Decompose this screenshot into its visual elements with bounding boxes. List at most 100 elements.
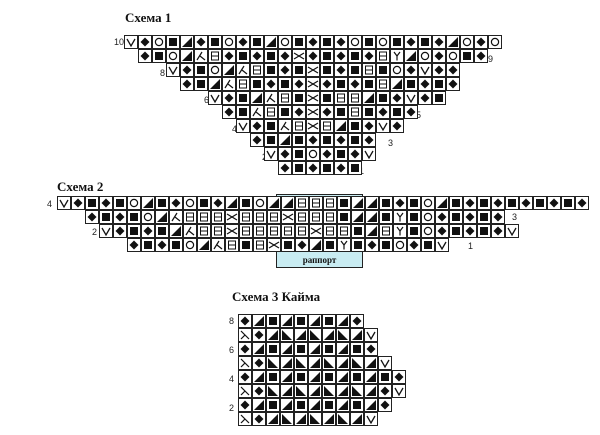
s2-row1-cell xyxy=(295,210,309,224)
s1-row2-cell xyxy=(222,63,236,77)
scheme2-title: Схема 2 xyxy=(57,179,104,194)
s1-row3-cell xyxy=(236,77,250,91)
s1-row3-cell xyxy=(278,77,292,91)
s1-row4-cell xyxy=(390,91,404,105)
s3-row4-cell xyxy=(336,370,350,384)
s2-row2-cell xyxy=(421,224,435,238)
s2-row1-cell xyxy=(127,210,141,224)
s3-row2-cell xyxy=(364,342,378,356)
s1-row3-cell xyxy=(376,77,390,91)
s1-row1-cell xyxy=(236,49,250,63)
s2-row0-cell xyxy=(421,196,435,210)
s1-row3-cell xyxy=(194,77,208,91)
s1-row0-cell xyxy=(236,35,250,49)
s1-row2-cell xyxy=(292,63,306,77)
s3-row2-cell xyxy=(280,342,294,356)
s1-row1-cell xyxy=(292,49,306,63)
s2-row3-cell xyxy=(281,238,295,252)
s2-row3-cell xyxy=(309,238,323,252)
s1-row-10: 10 xyxy=(114,37,125,47)
s2-row0-cell xyxy=(337,196,351,210)
s2-row2-cell xyxy=(113,224,127,238)
s1-row4-cell xyxy=(250,91,264,105)
s3-row6-cell xyxy=(238,398,252,412)
s1-row3-cell xyxy=(446,77,460,91)
s1-row0-cell xyxy=(376,35,390,49)
s2-row2-cell xyxy=(281,224,295,238)
s1-row9-cell xyxy=(292,161,306,175)
s1-row1-cell xyxy=(390,49,404,63)
s3-row1-cell xyxy=(336,328,350,342)
s2-row1-cell xyxy=(113,210,127,224)
s1-row4-cell xyxy=(306,91,320,105)
s2-row0-cell xyxy=(169,196,183,210)
s1-row7-cell xyxy=(348,133,362,147)
s2-row3-cell xyxy=(155,238,169,252)
s2-row0-cell xyxy=(281,196,295,210)
s1-row5-cell xyxy=(236,105,250,119)
s1-row1-cell xyxy=(348,49,362,63)
s1-row3-cell xyxy=(264,77,278,91)
s2-row0-cell xyxy=(449,196,463,210)
s2-row0-cell xyxy=(127,196,141,210)
s1-row0-cell xyxy=(208,35,222,49)
s3-row0-cell xyxy=(266,314,280,328)
s3-row3-cell xyxy=(252,356,266,370)
s1-row5-cell xyxy=(334,105,348,119)
s1-row1-cell xyxy=(222,49,236,63)
s1-row0-cell xyxy=(390,35,404,49)
s2-row3-cell xyxy=(407,238,421,252)
s1-row7-cell xyxy=(334,133,348,147)
s2-row2-cell xyxy=(449,224,463,238)
s1-row2-cell xyxy=(432,63,446,77)
s2-row0-cell xyxy=(323,196,337,210)
s3-row0-cell xyxy=(252,314,266,328)
s1-row8-cell xyxy=(348,147,362,161)
s2-row3-cell xyxy=(295,238,309,252)
s3-row4-cell xyxy=(308,370,322,384)
s2-row1-cell xyxy=(211,210,225,224)
s1-row5-cell xyxy=(222,105,236,119)
s2-row1-cell xyxy=(421,210,435,224)
s2-row2-cell xyxy=(141,224,155,238)
s2-row0-cell xyxy=(99,196,113,210)
s1-row-4: 4 xyxy=(232,124,238,134)
s1-row3-cell xyxy=(180,77,194,91)
s2-row3-cell xyxy=(197,238,211,252)
s1-row1-cell xyxy=(152,49,166,63)
s3-row3-cell xyxy=(308,356,322,370)
s1-row4-cell xyxy=(376,91,390,105)
s2-row1-cell xyxy=(351,210,365,224)
s3-row1-cell xyxy=(252,328,266,342)
s1-row9-cell xyxy=(306,161,320,175)
s1-row1-cell xyxy=(306,49,320,63)
s2-row2-cell xyxy=(239,224,253,238)
s3-row7-cell xyxy=(322,412,336,426)
s2-row2-cell xyxy=(183,224,197,238)
s2-row1-cell xyxy=(337,210,351,224)
s1-row3-cell xyxy=(362,77,376,91)
s3-row5-cell xyxy=(378,384,392,398)
s1-row0-cell xyxy=(250,35,264,49)
s1-row0-cell xyxy=(460,35,474,49)
s3-row2-cell xyxy=(322,342,336,356)
s1-row2-cell xyxy=(390,63,404,77)
s2-row3-cell xyxy=(435,238,449,252)
s1-row4-cell xyxy=(348,91,362,105)
s3-row7-cell xyxy=(280,412,294,426)
s1-row6-cell xyxy=(348,119,362,133)
s1-row6-cell xyxy=(306,119,320,133)
s1-row3-cell xyxy=(208,77,222,91)
s1-row3-cell xyxy=(292,77,306,91)
s2-row2-cell xyxy=(407,224,421,238)
s2-row0-cell xyxy=(225,196,239,210)
s2-row0-cell xyxy=(365,196,379,210)
s2-row2-cell xyxy=(225,224,239,238)
s3-row1-cell xyxy=(238,328,252,342)
s1-row4-cell xyxy=(418,91,432,105)
s2-row2-cell xyxy=(197,224,211,238)
s1-row0-cell xyxy=(152,35,166,49)
s1-row0-cell xyxy=(348,35,362,49)
s3-row7-cell xyxy=(238,412,252,426)
s1-row2-cell xyxy=(446,63,460,77)
